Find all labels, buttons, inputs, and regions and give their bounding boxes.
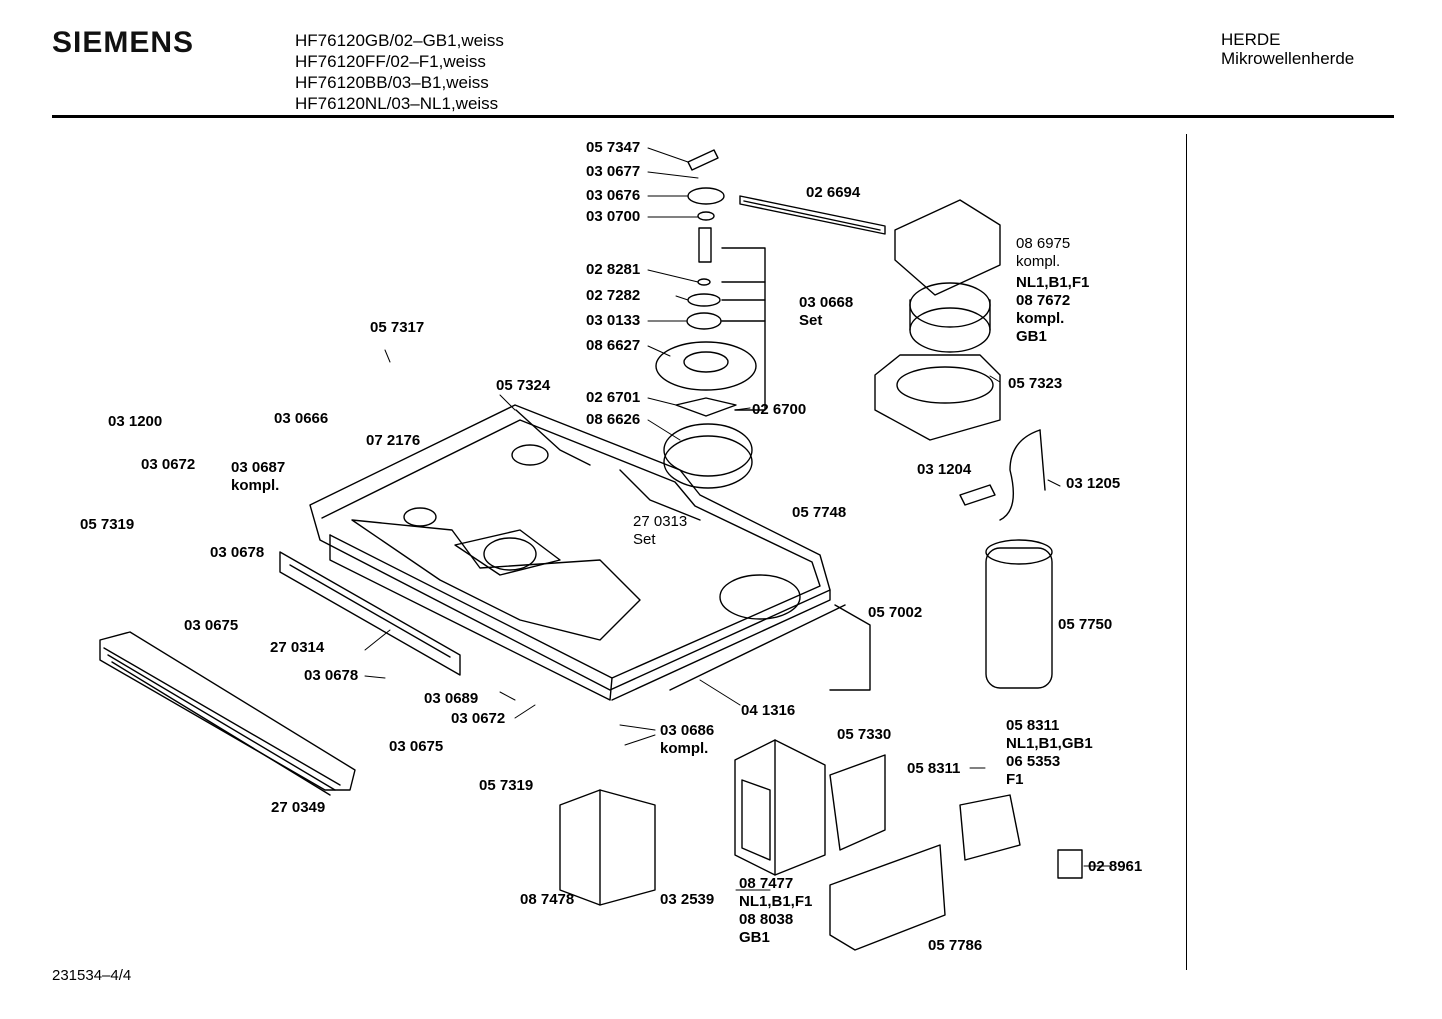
part-number: 08 8038	[739, 911, 794, 928]
part-label: 03 1204	[917, 461, 972, 478]
capacitor-drawing	[959, 429, 1053, 689]
part-number: 03 0668	[799, 294, 854, 311]
part-label: 03 0675	[184, 617, 239, 634]
part-label: 03 0668 Set	[799, 294, 853, 330]
part-label: 08 6626	[586, 411, 641, 428]
part-label: 03 0672	[141, 456, 196, 473]
part-number: 08 7672	[1016, 292, 1071, 309]
part-label: 05 7330	[837, 726, 892, 743]
part-number: 08 7477	[739, 875, 794, 892]
part-label: 02 8961	[1088, 858, 1143, 875]
part-label: 02 6694	[806, 184, 861, 201]
part-note: kompl.	[1016, 310, 1065, 327]
part-label: 03 0133	[586, 312, 641, 329]
part-label: 03 0686 kompl.	[660, 722, 714, 758]
brand-logo: SIEMENS	[52, 26, 195, 59]
part-number: 06 5353	[1006, 753, 1061, 770]
part-label: 08 6975 kompl.	[1016, 235, 1070, 271]
part-label: 08 7478	[520, 891, 575, 908]
model-line: HF76120GB/02–GB1,weiss	[295, 31, 504, 50]
part-label: 05 7319	[479, 777, 534, 794]
part-variant: F1	[1006, 771, 1024, 788]
part-note: kompl.	[1016, 253, 1061, 270]
part-label: 05 7319	[80, 516, 135, 533]
part-label: 05 7347	[586, 139, 641, 156]
part-label: 03 0678	[304, 667, 359, 684]
part-label: 03 0672	[451, 710, 506, 727]
part-label: 03 2539	[660, 891, 715, 908]
part-variant: GB1	[739, 929, 770, 946]
part-label: 03 0689	[424, 690, 479, 707]
transformer-drawing	[559, 739, 886, 906]
part-label: 03 0687 kompl.	[231, 459, 285, 495]
part-label: 03 0677	[586, 163, 641, 180]
category-block: HERDE Mikrowellenherde	[1221, 30, 1354, 68]
part-note: kompl.	[231, 477, 280, 494]
part-label: 27 0313 Set	[633, 513, 687, 549]
part-label: 05 7317	[370, 319, 425, 336]
part-label: 03 0666	[274, 410, 329, 427]
part-label: NL1,B1,F1 08 7672 kompl. GB1	[1016, 274, 1089, 346]
part-note: Set	[633, 531, 656, 548]
cover-drawing	[669, 604, 1083, 951]
part-variant: NL1,B1,F1	[1016, 274, 1090, 291]
part-label: 02 6701	[586, 389, 641, 406]
fan-motor-drawing	[739, 195, 1001, 441]
part-number: 05 8311	[1006, 717, 1060, 734]
part-label: 02 8281	[586, 261, 641, 278]
part-label: 05 7002	[868, 604, 923, 621]
part-label: 05 8311 NL1,B1,GB1 06 5353 F1	[1006, 717, 1093, 789]
side-divider	[1186, 134, 1187, 970]
model-line: HF76120FF/02–F1,weiss	[295, 52, 486, 71]
part-number: 27 0313	[633, 513, 688, 530]
part-label: 03 0676	[586, 187, 641, 204]
document-number: 231534–4/4	[52, 967, 132, 984]
part-label: 05 8311	[907, 760, 961, 777]
part-label: 27 0349	[271, 799, 326, 816]
category-title: HERDE	[1221, 30, 1281, 49]
model-list: HF76120GB/02–GB1,weiss HF76120FF/02–F1,w…	[295, 30, 504, 114]
door-panel-drawing	[99, 551, 461, 796]
part-label: 03 0678	[210, 544, 265, 561]
part-label: 03 1205	[1066, 475, 1121, 492]
part-number: 03 0686	[660, 722, 715, 739]
part-label: 03 0675	[389, 738, 444, 755]
part-label: 08 6627	[586, 337, 641, 354]
part-number: 03 0687	[231, 459, 286, 476]
part-label: 05 7323	[1008, 375, 1063, 392]
chassis-drawing	[309, 404, 831, 701]
part-label: 03 0700	[586, 208, 641, 225]
part-label: 05 7750	[1058, 616, 1113, 633]
part-label: 08 7477 NL1,B1,F1 08 8038 GB1	[739, 875, 812, 947]
part-label: 27 0314	[270, 639, 325, 656]
part-label: 05 7748	[792, 504, 847, 521]
part-variant: NL1,B1,F1	[739, 893, 813, 910]
part-number: 08 6975	[1016, 235, 1071, 252]
part-label: 04 1316	[741, 702, 796, 719]
part-label: 03 1200	[108, 413, 163, 430]
model-line: HF76120BB/03–B1,weiss	[295, 73, 489, 92]
part-variant: GB1	[1016, 328, 1047, 345]
category-subtitle: Mikrowellenherde	[1221, 49, 1355, 68]
part-label: 05 7324	[496, 377, 551, 394]
model-line: HF76120NL/03–NL1,weiss	[295, 94, 499, 113]
part-label: 05 7786	[928, 937, 983, 954]
part-note: kompl.	[660, 740, 709, 757]
part-note: Set	[799, 312, 823, 329]
part-label: 02 7282	[586, 287, 641, 304]
part-label: 07 2176	[366, 432, 421, 449]
part-variant: NL1,B1,GB1	[1006, 735, 1093, 752]
hub-stack-drawing	[655, 149, 766, 489]
part-label: 02 6700	[752, 401, 807, 418]
header-divider	[52, 115, 1394, 118]
leader-lines	[364, 147, 1111, 891]
